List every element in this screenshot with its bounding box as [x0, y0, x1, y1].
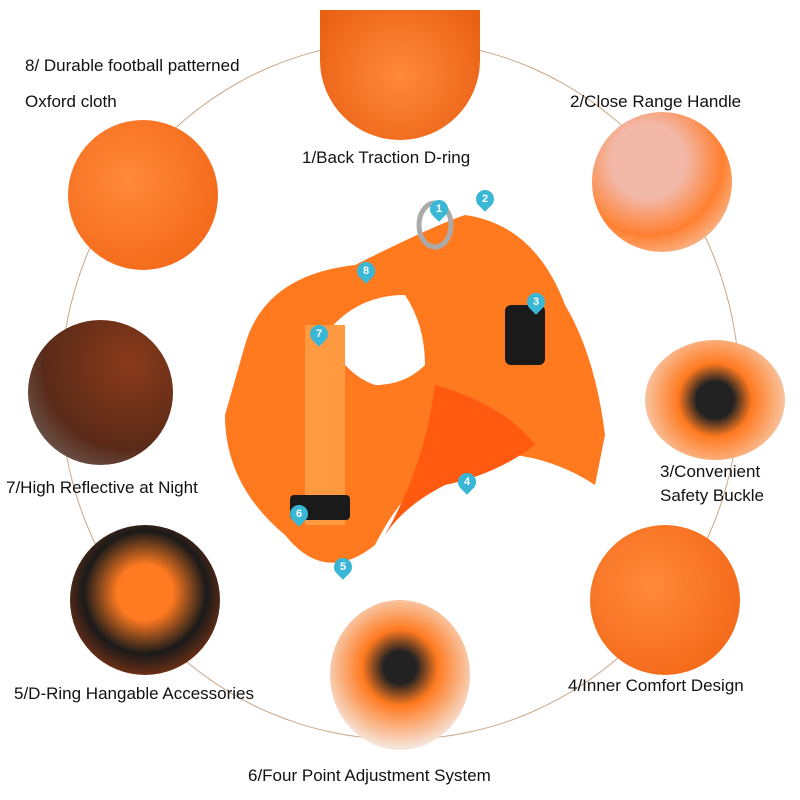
detail-image-buckle: [645, 340, 785, 460]
pin-1: 1: [426, 196, 452, 222]
detail-image-d-ring: [320, 10, 480, 140]
pin-3: 3: [523, 289, 549, 315]
label-d-ring-accessories: 5/D-Ring Hangable Accessories: [14, 684, 255, 703]
detail-image-oxford-cloth: [68, 120, 218, 270]
label-oxford-cloth-line2: Oxford cloth: [25, 92, 117, 111]
pin-8: 8: [353, 258, 379, 284]
detail-image-adjustment: [330, 600, 470, 750]
detail-image-handle: [592, 112, 732, 252]
pin-2: 2: [472, 186, 498, 212]
harness-image: [225, 200, 605, 563]
label-oxford-cloth-line1: 8/ Durable football patterned: [25, 56, 240, 75]
pin-5: 5: [330, 554, 356, 580]
pin-7: 7: [306, 321, 332, 347]
label-high-reflective: 7/High Reflective at Night: [6, 478, 198, 497]
pin-4: 4: [454, 469, 480, 495]
label-back-traction-d-ring: 1/Back Traction D-ring: [302, 148, 471, 167]
label-inner-comfort: 4/Inner Comfort Design: [568, 676, 744, 695]
pin-6: 6: [286, 501, 312, 527]
label-safety-buckle-line2: Safety Buckle: [660, 486, 764, 505]
detail-image-reflective: [28, 320, 173, 465]
detail-image-inner-comfort: [590, 525, 740, 675]
label-close-range-handle: 2/Close Range Handle: [570, 92, 742, 111]
label-safety-buckle-line1: 3/Convenient: [660, 462, 761, 481]
detail-image-d-ring-accessories: [70, 525, 220, 675]
label-four-point-adjustment: 6/Four Point Adjustment System: [248, 766, 491, 785]
